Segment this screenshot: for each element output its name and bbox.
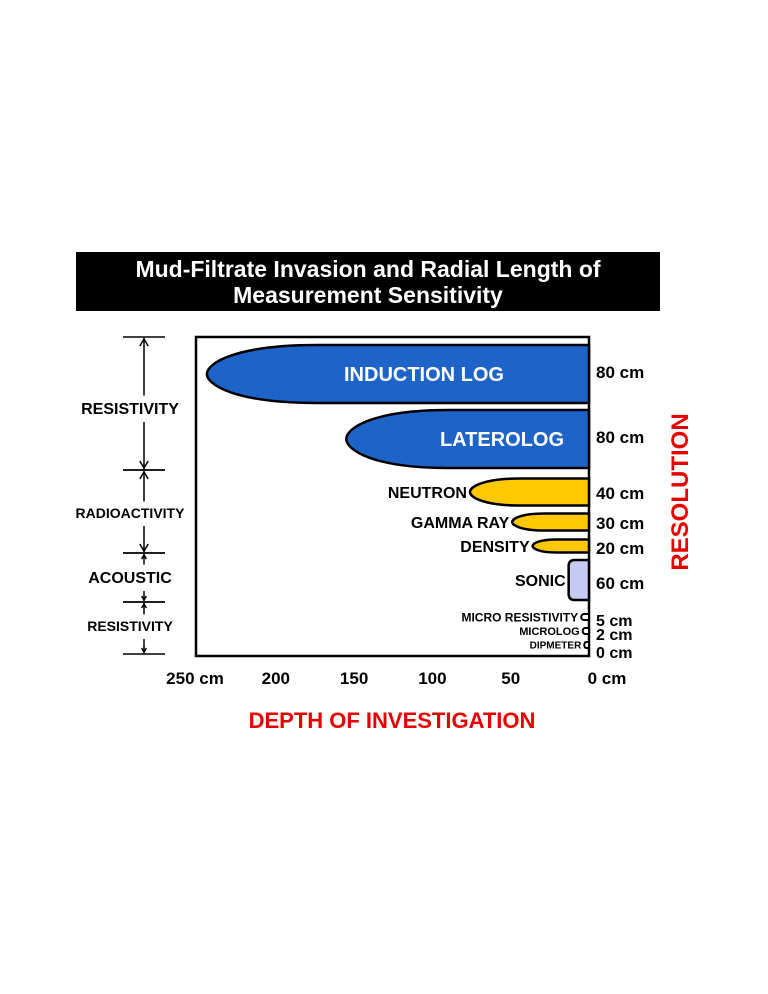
bar-induction-log xyxy=(205,343,591,405)
label-microlog: MICROLOG xyxy=(519,626,580,638)
category-3-label: RESISTIVITY xyxy=(87,618,173,634)
resolution-induction-log: 80 cm xyxy=(596,363,644,382)
resolution-neutron: 40 cm xyxy=(596,484,644,503)
category-2-label-bg xyxy=(60,567,196,589)
x-tick-50: 50 xyxy=(501,669,520,688)
bar-micro-resistivity xyxy=(580,613,590,621)
category-1-down-arrow xyxy=(139,543,149,553)
label-gamma-ray: GAMMA RAY xyxy=(411,515,510,532)
category-3-down-arrow xyxy=(140,647,148,654)
bar-density xyxy=(531,538,591,554)
category-0-up-arrow xyxy=(139,337,149,347)
category-2-down-arrow xyxy=(140,595,148,602)
chart-title: Mud-Filtrate Invasion and Radial Length … xyxy=(76,252,660,311)
category-2-up-arrow xyxy=(140,553,148,560)
bar-sonic xyxy=(567,558,591,602)
category-1-up-arrow xyxy=(139,470,149,480)
resolution-microlog: 2 cm xyxy=(596,627,632,644)
chart-title-line-1: Mud-Filtrate Invasion and Radial Length … xyxy=(135,255,601,282)
x-tick-200: 200 xyxy=(262,669,290,688)
label-dipmeter: DIPMETER xyxy=(530,641,582,652)
label-laterolog: LATEROLOG xyxy=(440,429,564,451)
bar-microlog xyxy=(581,627,590,635)
tool-marks: INDUCTION LOG LATEROLOG NEUTRON GAMMA RAY DE… xyxy=(205,343,591,652)
resolution-gamma-ray: 30 cm xyxy=(596,514,644,533)
category-2-label: ACOUSTIC xyxy=(88,570,172,587)
category-1-label-bg xyxy=(60,504,196,524)
bar-neutron xyxy=(468,477,591,507)
label-micro-resistivity: MICRO RESISTIVITY xyxy=(461,610,578,624)
chart-title-line-2: Measurement Sensitivity xyxy=(233,281,503,308)
resolution-labels: 80 cm 80 cm 40 cm 30 cm 20 cm 60 cm 5 cm2 cm0 … xyxy=(596,363,644,662)
label-density: DENSITY xyxy=(460,539,530,556)
bar-gamma-ray xyxy=(511,512,591,532)
category-brackets: RESISTIVITY RADIOACTIVITY ACOUSTIC RESISTIV… xyxy=(60,336,196,655)
label-sonic: SONIC xyxy=(515,573,566,590)
y-axis-label: RESOLUTION xyxy=(667,413,694,570)
resolution-density: 20 cm xyxy=(596,539,644,558)
resolution-micro-resistivity: 5 cm xyxy=(596,613,632,630)
x-tick-250: 250 cm xyxy=(166,669,224,688)
resolution-dipmeter: 0 cm xyxy=(596,645,632,662)
category-0-label-bg xyxy=(60,398,196,420)
category-1-label: RADIOACTIVITY xyxy=(76,505,186,521)
x-tick-150: 150 xyxy=(340,669,368,688)
resolution-laterolog: 80 cm xyxy=(596,428,644,447)
x-axis-ticks: 250 cm 200 150 100 50 0 cm xyxy=(166,669,626,688)
label-induction-log: INDUCTION LOG xyxy=(344,364,504,386)
label-neutron: NEUTRON xyxy=(388,485,467,502)
category-0-label: RESISTIVITY xyxy=(81,401,179,418)
x-axis-label: DEPTH OF INVESTIGATION xyxy=(249,708,536,733)
bar-dipmeter xyxy=(583,641,590,649)
x-tick-100: 100 xyxy=(418,669,446,688)
resolution-sonic: 60 cm xyxy=(596,574,644,593)
category-3-up-arrow xyxy=(140,602,148,609)
category-3-label-bg xyxy=(60,617,196,637)
category-0-down-arrow xyxy=(139,460,149,470)
x-tick-0: 0 cm xyxy=(588,669,627,688)
bar-laterolog xyxy=(345,408,591,470)
